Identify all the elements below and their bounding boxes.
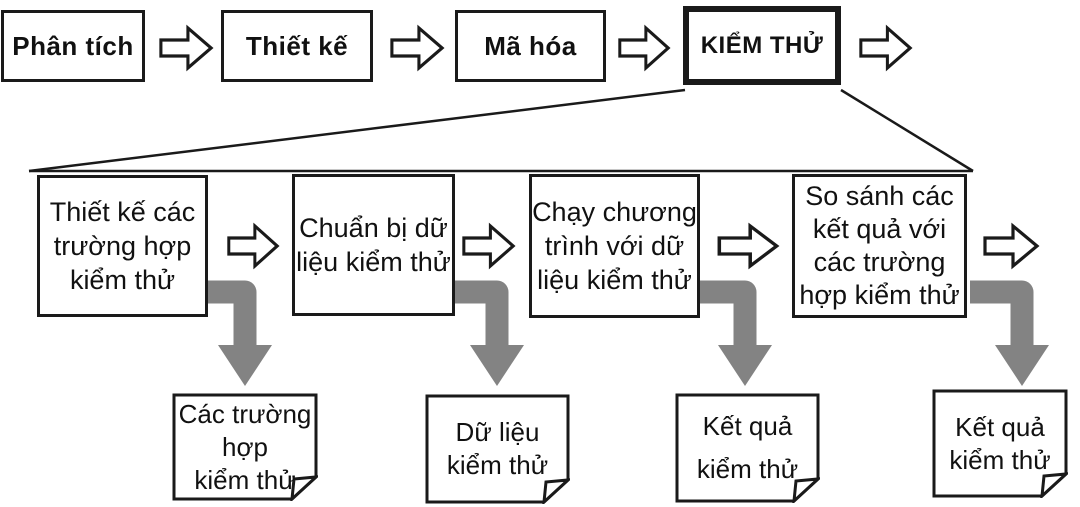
note-shape — [425, 394, 570, 504]
phase-label: Mã hóa — [484, 30, 577, 61]
step-label: Chạy chương trình với dữ liệu kiểm thử — [532, 197, 697, 295]
artifact-note-3: Kết quả kiểm thử — [675, 393, 820, 503]
test-step-box-2: Chuẩn bị dữ liệu kiểm thử — [292, 174, 455, 316]
output-arrow-icon — [700, 280, 772, 386]
artifact-label: Dữ liệu kiểm thử — [446, 417, 549, 480]
output-arrow-icon — [208, 280, 272, 386]
flow-arrow-icon — [159, 24, 214, 72]
step-label: So sánh các kết quả với các trường hợp k… — [799, 181, 960, 310]
note-shape — [932, 389, 1068, 498]
step-label: Chuẩn bị dữ liệu kiểm thử — [296, 213, 451, 277]
artifact-label: Các trường hợp kiểm thử — [178, 398, 312, 495]
flow-arrow-icon — [462, 222, 516, 270]
note-shape — [675, 393, 820, 503]
flow-arrow-icon — [390, 24, 445, 72]
folded-corner-icon — [290, 475, 318, 501]
folded-corner-icon — [792, 477, 820, 503]
folded-corner-icon — [1040, 472, 1068, 498]
phase-box-phan-tich: Phân tích — [1, 10, 145, 82]
phase-box-ma-hoa: Mã hóa — [455, 10, 606, 82]
test-step-box-4: So sánh các kết quả với các trường hợp k… — [792, 174, 967, 318]
phase-expansion-lines — [28, 88, 974, 173]
phase-label: Thiết kế — [245, 30, 349, 61]
test-step-box-1: Thiết kế các trường hợp kiểm thử — [37, 175, 208, 317]
flow-arrow-icon — [859, 24, 913, 72]
note-shape — [172, 393, 318, 501]
phase-label: Phân tích — [12, 30, 134, 61]
step-label: Thiết kế các trường hợp kiểm thử — [49, 197, 196, 295]
artifact-label: Kết quả kiểm thử — [696, 411, 799, 484]
flow-arrow-icon — [227, 222, 280, 270]
flow-arrow-icon — [983, 222, 1040, 270]
test-step-box-3: Chạy chương trình với dữ liệu kiểm thử — [529, 174, 700, 318]
artifact-note-1: Các trường hợp kiểm thử — [172, 393, 318, 501]
artifact-note-4: Kết quả kiểm thử — [932, 389, 1068, 498]
flow-arrow-icon — [717, 222, 780, 270]
output-arrow-icon — [455, 280, 524, 386]
output-arrow-icon — [970, 280, 1049, 386]
phase-box-thiet-ke: Thiết kế — [221, 10, 373, 82]
phase-box-kiem-thu: KIỂM THỬ — [683, 6, 841, 85]
folded-corner-icon — [542, 478, 570, 504]
artifact-label: Kết quả kiểm thử — [949, 411, 1051, 475]
flow-arrow-icon — [618, 24, 671, 72]
artifact-note-2: Dữ liệu kiểm thử — [425, 394, 570, 504]
phase-label: KIỂM THỬ — [700, 31, 824, 59]
